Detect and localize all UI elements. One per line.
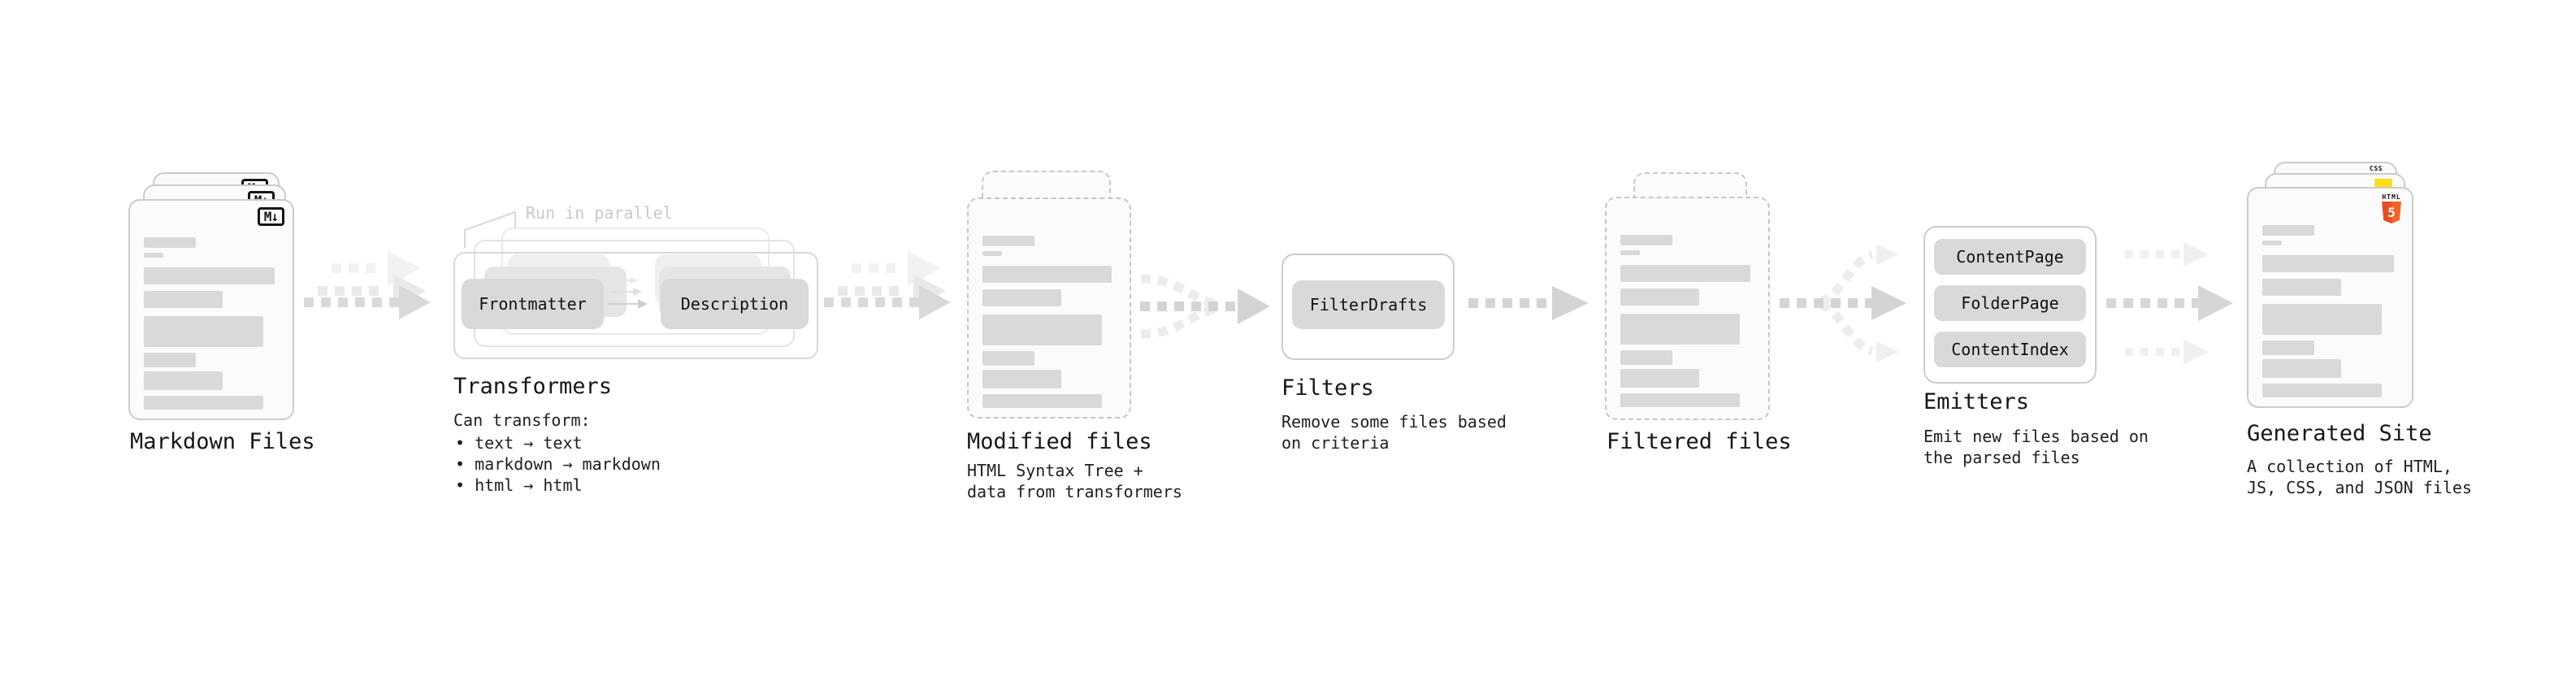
subtitle-line: JS, CSS, and JSON files	[2247, 478, 2472, 497]
modified-file-card-front	[967, 197, 1131, 419]
placeholder-text-bar	[1620, 393, 1740, 407]
generated-site-subtitle: A collection of HTML, JS, CSS, and JSON …	[2247, 456, 2472, 498]
transformer-pill-description: Description	[661, 279, 809, 329]
placeholder-text-bar	[144, 291, 223, 308]
pill-connector-arrows	[608, 277, 648, 309]
placeholder-text-bar	[982, 266, 1112, 283]
bullet-item: html → html	[455, 475, 661, 496]
placeholder-text-bar	[1620, 314, 1740, 345]
flow-arrow-filters-to-filtered	[1468, 286, 1589, 320]
run-in-parallel-leader-line	[464, 210, 516, 248]
html5-icon: HTML 5	[2378, 193, 2405, 223]
transformer-box-front	[453, 252, 818, 359]
transformers-title: Transformers	[453, 374, 613, 399]
emitter-pill-folderpage: FolderPage	[1934, 285, 2086, 321]
filters-title: Filters	[1281, 375, 1374, 401]
subtitle-line: data from transformers	[967, 482, 1182, 501]
site-file-card-html: HTML 5	[2247, 187, 2413, 408]
flow-arrow-modified-to-filters	[1140, 274, 1270, 339]
emitter-pill-contentpage: ContentPage	[1934, 239, 2086, 275]
placeholder-text-bar	[1620, 288, 1699, 306]
flow-arrow-transformers-to-modified	[824, 251, 951, 319]
markdown-file-card-front: M↓	[128, 199, 294, 420]
placeholder-text-bar	[982, 351, 1034, 366]
emitter-pill-contentindex: ContentIndex	[1934, 332, 2086, 367]
placeholder-text-bar	[982, 314, 1102, 345]
placeholder-text-bar	[2262, 279, 2341, 296]
markdown-icon: M↓	[257, 207, 284, 226]
placeholder-text-bar	[144, 253, 163, 258]
subtitle-line: Emit new files based on	[1923, 427, 2149, 446]
stage-filtered-files	[1605, 172, 1770, 420]
html5-icon-shield: 5	[2382, 202, 2401, 223]
filtered-file-card-front	[1605, 197, 1770, 420]
placeholder-text-bar	[144, 353, 196, 367]
placeholder-text-bar	[982, 251, 1002, 256]
placeholder-text-bar	[144, 237, 196, 248]
placeholder-text-bar	[2262, 304, 2382, 335]
html5-icon-word: HTML	[2382, 193, 2401, 201]
emitters-subtitle: Emit new files based on the parsed files	[1923, 426, 2149, 468]
bullet-item: markdown → markdown	[455, 453, 661, 475]
placeholder-text-bar	[2262, 255, 2394, 272]
run-in-parallel-label: Run in parallel	[526, 203, 673, 223]
placeholder-text-bar	[982, 370, 1061, 388]
placeholder-text-bar	[1620, 265, 1750, 282]
placeholder-text-bar	[982, 394, 1102, 408]
css-icon-label: CSS	[2370, 165, 2383, 172]
document-content-placeholder	[144, 237, 275, 410]
placeholder-text-bar	[2262, 340, 2314, 355]
placeholder-text-bar	[144, 267, 275, 284]
modified-files-title: Modified files	[967, 429, 1152, 454]
stage-generated-site: CSS HTML 5	[2247, 162, 2413, 408]
placeholder-text-bar	[144, 396, 263, 410]
stage-markdown-files: M↓ M↓ M↓	[128, 172, 294, 420]
placeholder-text-bar	[1620, 235, 1672, 245]
flow-arrow-filtered-to-emitters	[1780, 244, 1906, 362]
document-content-placeholder	[982, 236, 1112, 408]
generated-site-title: Generated Site	[2247, 421, 2432, 446]
placeholder-text-bar	[2262, 241, 2282, 245]
placeholder-text-bar	[2262, 359, 2341, 378]
markdown-files-label: Markdown Files	[130, 429, 315, 454]
flow-arrow-emitters-to-site	[2106, 242, 2233, 364]
transformers-bullet-list: text → text markdown → markdown html → h…	[455, 432, 661, 496]
transformers-description: Can transform:	[453, 410, 591, 430]
transformer-pill-frontmatter: Frontmatter	[462, 279, 604, 329]
subtitle-line: Remove some files based	[1281, 412, 1507, 432]
filtered-files-title: Filtered files	[1607, 429, 1792, 454]
placeholder-text-bar	[982, 236, 1034, 246]
flow-arrow-markdown-to-transformers	[304, 251, 431, 319]
javascript-icon	[2374, 179, 2392, 189]
subtitle-line: on criteria	[1281, 433, 1390, 453]
emitters-title: Emitters	[1923, 389, 2030, 414]
placeholder-text-bar	[1620, 250, 1640, 255]
placeholder-text-bar	[144, 316, 263, 347]
bullet-item: text → text	[455, 432, 661, 453]
placeholder-text-bar	[1620, 350, 1672, 365]
filters-subtitle: Remove some files based on criteria	[1281, 411, 1507, 453]
subtitle-line: HTML Syntax Tree +	[967, 461, 1143, 480]
filter-pill-filterdrafts: FilterDrafts	[1292, 280, 1445, 329]
subtitle-line: A collection of HTML,	[2247, 457, 2452, 476]
placeholder-text-bar	[982, 289, 1061, 306]
document-content-placeholder	[2262, 225, 2394, 397]
subtitle-line: the parsed files	[1923, 448, 2080, 467]
placeholder-text-bar	[2262, 384, 2382, 397]
stage-modified-files	[967, 171, 1131, 420]
modified-files-subtitle: HTML Syntax Tree + data from transformer…	[967, 460, 1182, 502]
html5-icon-number: 5	[2387, 205, 2396, 220]
document-content-placeholder	[1620, 235, 1750, 407]
placeholder-text-bar	[144, 371, 223, 390]
placeholder-text-bar	[2262, 225, 2314, 236]
placeholder-text-bar	[1620, 369, 1699, 388]
